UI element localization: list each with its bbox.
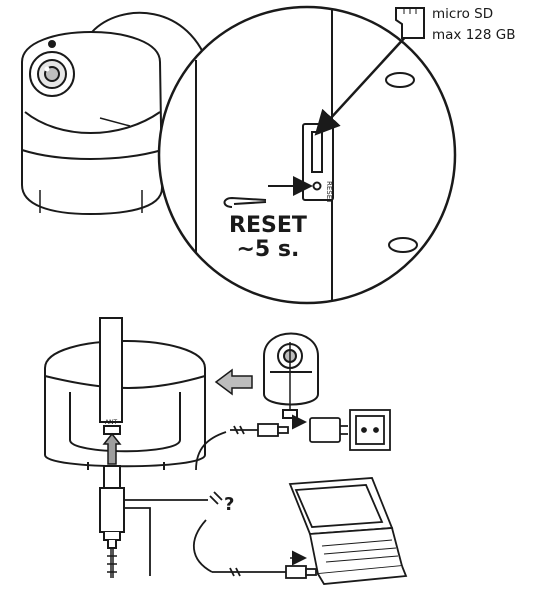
camera-side-view [263,332,319,419]
microsd-line1: micro SD [432,6,494,22]
wall-socket-icon [349,409,391,451]
reset-slot-label: RESET [325,181,333,204]
laptop-route [192,491,286,577]
microsd-line2: max 128 GB [432,27,516,43]
usb-plug-icon [257,423,289,437]
antenna-label: ANT [105,419,118,426]
plug-in-arrow [102,432,122,465]
reset-line2: ~5 s. [236,237,300,262]
microsd-caption: micro SD max 128 GB [432,4,516,46]
camera-top-view [21,31,169,216]
question-mark: ? [224,494,235,515]
power-adapter-icon [309,417,348,443]
zoom-arrow [91,11,216,74]
zoom-detail: RESET [157,5,457,305]
reset-caption: RESET ~5 s. [229,214,307,262]
laptop-icon [288,477,408,585]
reset-line1: RESET [229,213,307,238]
sd-pointer-line [314,33,409,136]
cable-route-2 [124,507,151,576]
insert-arrow [214,368,253,396]
reset-pin-icon [223,196,267,208]
camera-bottom-view [44,317,206,470]
adapter-route [195,425,258,471]
microsd-card-icon [395,7,425,39]
laptop-usb-plug-icon [285,565,317,579]
usb-cable-camera [99,465,125,578]
